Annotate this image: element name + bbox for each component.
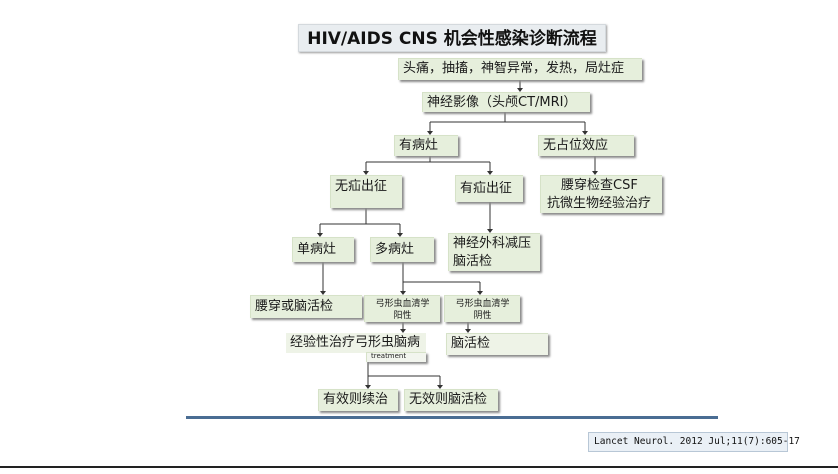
node-toxo-negative-line1: 弓形虫血清学 xyxy=(455,299,510,309)
node-toxo-negative-line2: 阴性 xyxy=(473,311,492,321)
node-has-lesion: 有病灶 xyxy=(394,135,458,156)
node-toxo-positive-line1: 弓形虫血清学 xyxy=(375,299,430,309)
node-lp-or-biopsy: 腰穿或脑活检 xyxy=(250,295,362,318)
node-single-lesion: 单病灶 xyxy=(292,237,354,262)
arrowhead xyxy=(487,171,493,175)
arrowhead xyxy=(320,291,326,295)
page-bottom-rule xyxy=(0,466,838,468)
arrowhead xyxy=(317,233,323,237)
node-csf: 腰穿检查CSF 抗微生物经验治疗 xyxy=(540,175,662,213)
node-neurosurgery-line1: 神经外科减压 xyxy=(453,236,532,251)
citation: Lancet Neurol. 2012 Jul;11(7):605-17 xyxy=(588,432,800,452)
node-neurosurgery: 神经外科减压 脑活检 xyxy=(448,233,540,271)
node-no-mass-sign: 无疝出征 xyxy=(330,175,402,208)
node-toxo-positive: 弓形虫血清学 阳性 xyxy=(364,295,440,322)
arrowhead xyxy=(427,131,433,135)
node-toxo-positive-line2: 阳性 xyxy=(393,311,412,321)
arrowhead xyxy=(517,88,523,92)
section-divider xyxy=(186,416,718,419)
node-no-mass-effect: 无占位效应 xyxy=(538,135,634,156)
node-neurosurgery-line2: 脑活检 xyxy=(453,254,493,269)
node-ineffective: 无效则脑活检 xyxy=(404,389,498,411)
arrowhead xyxy=(465,329,471,333)
node-csf-line2: 抗微生物经验治疗 xyxy=(547,196,652,211)
arrowhead xyxy=(477,291,483,295)
node-empiric-toxo: 经验性治疗弓形虫脑病 xyxy=(286,333,426,353)
edge-label-treatment: treatment xyxy=(371,352,407,360)
node-imaging: 神经影像（头颅CT/MRI） xyxy=(422,92,590,112)
arrowhead xyxy=(365,385,371,389)
node-toxo-negative: 弓形虫血清学 阴性 xyxy=(444,295,520,322)
arrowhead xyxy=(592,171,598,175)
arrowhead xyxy=(400,329,406,333)
arrowhead xyxy=(437,385,443,389)
arrowhead xyxy=(582,131,588,135)
node-multi-lesion: 多病灶 xyxy=(370,237,434,262)
arrowhead xyxy=(397,233,403,237)
node-has-mass-sign: 有疝出征 xyxy=(455,175,523,202)
node-symptoms: 头痛，抽搐，神智异常，发热，局灶症 xyxy=(398,58,642,80)
node-biopsy: 脑活检 xyxy=(446,333,548,355)
page-title: HIV/AIDS CNS 机会性感染诊断流程 xyxy=(298,24,606,52)
treatment-tab xyxy=(366,352,426,362)
node-csf-line1: 腰穿检查CSF xyxy=(561,178,638,193)
arrowhead xyxy=(363,171,369,175)
arrowhead xyxy=(400,291,406,295)
arrowhead xyxy=(487,229,493,233)
node-effective: 有效则续治 xyxy=(318,389,398,411)
